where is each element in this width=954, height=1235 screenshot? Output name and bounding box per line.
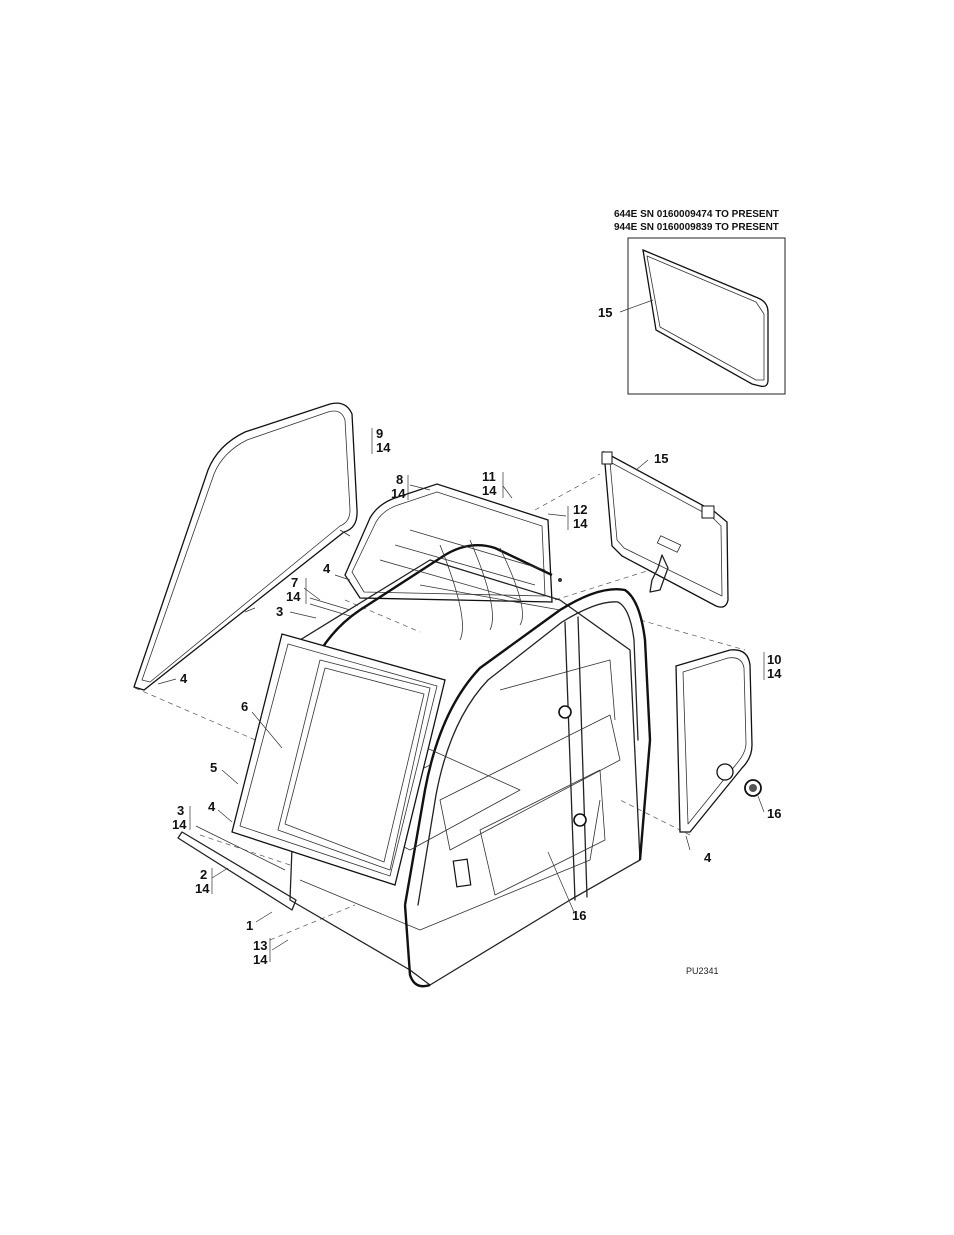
callout-16-bottom: 16: [572, 908, 586, 923]
callout-11-qty: 14: [482, 483, 497, 498]
left-side-window-glass: [133, 402, 358, 691]
front-door-glass: [231, 633, 446, 886]
callout-4-left: 4: [180, 671, 188, 686]
callout-10-qty: 14: [767, 666, 782, 681]
callout-7-qty: 14: [286, 589, 301, 604]
callout-16-right: 16: [767, 806, 781, 821]
inset-header-line1: 644E SN 0160009474 TO PRESENT: [614, 209, 779, 220]
callout-6: 6: [241, 699, 248, 714]
callout-labels: 9 14 8 14 11 14 12 14 15 4 7 14 3 4 6 5 …: [172, 426, 782, 967]
inset-window-glass: [642, 248, 769, 388]
callout-15: 15: [654, 451, 668, 466]
figure-code: PU2341: [686, 966, 719, 976]
callout-12: 12: [573, 502, 587, 517]
sill-strips: [177, 597, 351, 911]
inset-callout-15: 15: [598, 305, 612, 320]
callout-2-qty: 14: [195, 881, 210, 896]
inset-alternate-window: 644E SN 0160009474 TO PRESENT 944E SN 01…: [598, 209, 786, 395]
callout-7: 7: [291, 575, 298, 590]
inset-header-line2: 944E SN 0160009839 TO PRESENT: [614, 222, 779, 233]
callout-8: 8: [396, 472, 403, 487]
callout-8-qty: 14: [391, 486, 406, 501]
callout-3-top: 3: [276, 604, 283, 619]
callout-10: 10: [767, 652, 781, 667]
callout-4-bottom: 4: [208, 799, 216, 814]
callout-5: 5: [210, 760, 217, 775]
leader-lines: [157, 428, 765, 962]
rear-window-glass: [601, 450, 729, 608]
callout-1: 1: [246, 918, 253, 933]
callout-2: 2: [200, 867, 207, 882]
callout-13-qty: 14: [253, 952, 268, 967]
callout-12-qty: 14: [573, 516, 588, 531]
callout-9: 9: [376, 426, 383, 441]
callout-3-bottom: 3: [177, 803, 184, 818]
callout-9-qty: 14: [376, 440, 391, 455]
right-side-window-glass: [675, 649, 762, 833]
callout-3-bottom-qty: 14: [172, 817, 187, 832]
callout-13: 13: [253, 938, 267, 953]
roof-window-glass: [344, 483, 553, 603]
callout-4-right: 4: [704, 850, 712, 865]
callout-11: 11: [482, 469, 496, 484]
callout-4-top: 4: [323, 561, 331, 576]
